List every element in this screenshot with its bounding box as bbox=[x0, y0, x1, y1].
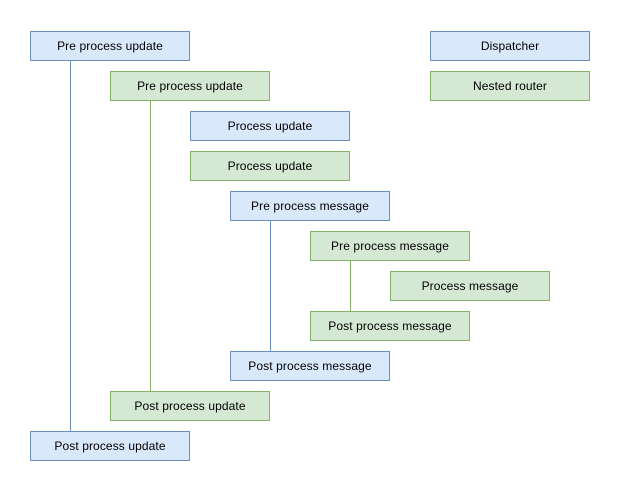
connector-dispatcher-update bbox=[70, 61, 71, 431]
node-pre-process-update-router[interactable]: Pre process update bbox=[110, 71, 270, 101]
node-process-update-router[interactable]: Process update bbox=[190, 151, 350, 181]
node-post-process-message-router[interactable]: Post process message bbox=[310, 311, 470, 341]
node-pre-process-update-dispatcher[interactable]: Pre process update bbox=[30, 31, 190, 61]
legend-item-dispatcher: Dispatcher bbox=[430, 31, 590, 61]
node-post-process-update-router[interactable]: Post process update bbox=[110, 391, 270, 421]
node-pre-process-message-router[interactable]: Pre process message bbox=[310, 231, 470, 261]
node-post-process-message-dispatcher[interactable]: Post process message bbox=[230, 351, 390, 381]
node-pre-process-message-dispatcher[interactable]: Pre process message bbox=[230, 191, 390, 221]
node-process-message-router[interactable]: Process message bbox=[390, 271, 550, 301]
connector-router-message bbox=[350, 261, 351, 311]
connector-dispatcher-message bbox=[270, 221, 271, 351]
node-post-process-update-dispatcher[interactable]: Post process update bbox=[30, 431, 190, 461]
connector-router-update bbox=[150, 101, 151, 391]
legend-item-nested-router: Nested router bbox=[430, 71, 590, 101]
node-process-update-dispatcher[interactable]: Process update bbox=[190, 111, 350, 141]
